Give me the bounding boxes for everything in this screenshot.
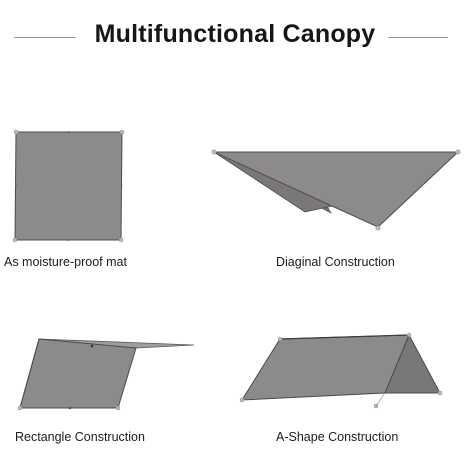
- caption-rectangle-construction: Rectangle Construction: [15, 430, 145, 444]
- title-divider-right: [388, 37, 448, 38]
- panel-diagonal-construction: Diaginal Construction: [211, 0, 470, 280]
- panel-moisture-proof-mat: As moisture-proof mat: [0, 0, 235, 280]
- a-frame-tent-icon: [239, 332, 443, 409]
- square-tarp-icon: [12, 129, 125, 243]
- diagonal-tarp-icon: [211, 149, 461, 231]
- panel-a-shape-construction: A-Shape Construction: [235, 280, 470, 470]
- caption-moisture-proof-mat: As moisture-proof mat: [4, 255, 127, 269]
- caption-diagonal-construction: Diaginal Construction: [276, 255, 395, 269]
- page-title: Multifunctional Canopy: [94, 20, 376, 48]
- rectangle-tarp-icon: [17, 338, 195, 411]
- title-divider-left: [14, 37, 76, 38]
- caption-a-shape-construction: A-Shape Construction: [276, 430, 399, 444]
- panel-rectangle-construction: Rectangle Construction: [0, 280, 235, 470]
- title-row: Multifunctional Canopy: [0, 18, 470, 58]
